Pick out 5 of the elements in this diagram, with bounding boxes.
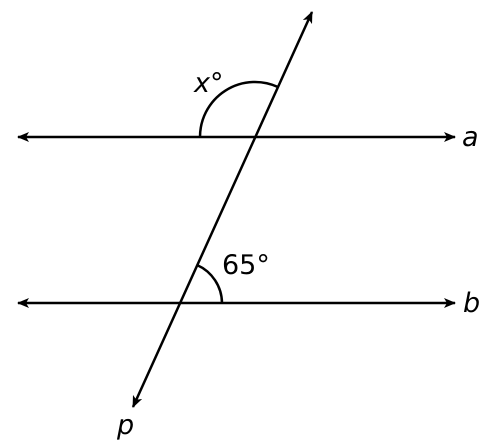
line-label: a — [462, 124, 479, 151]
angle-label: x° — [194, 70, 224, 97]
angle-label: 65° — [222, 252, 270, 279]
line-label: p — [117, 412, 134, 439]
line-label: b — [463, 290, 480, 317]
